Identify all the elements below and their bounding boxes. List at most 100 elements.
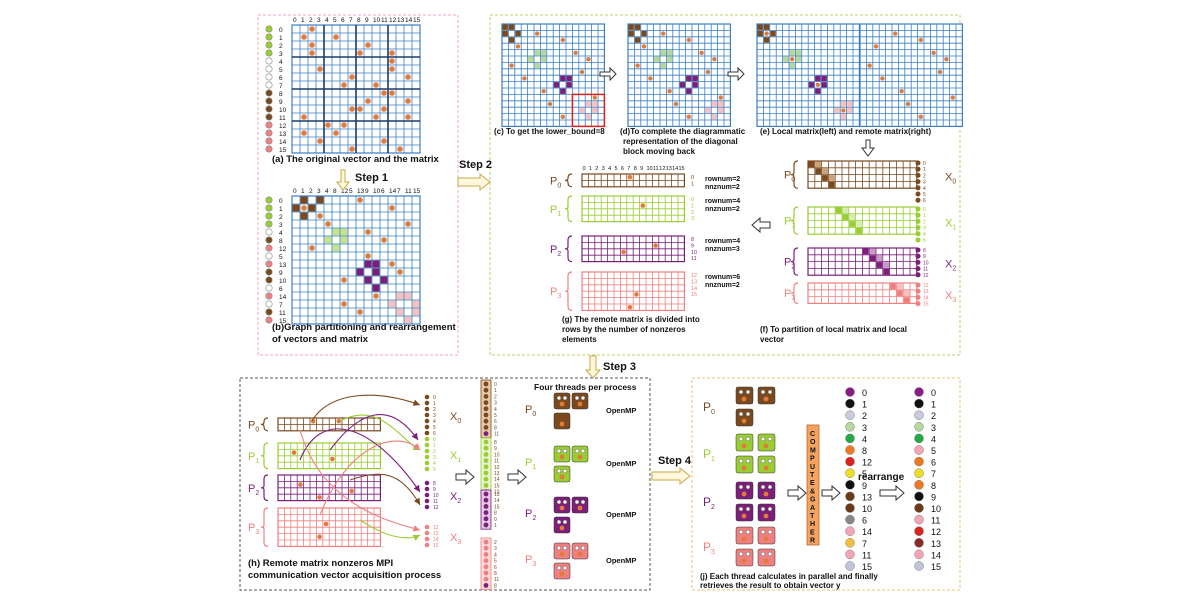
thread-dot — [741, 558, 747, 564]
sorted-result-dot — [914, 526, 924, 536]
nonzero-dot — [389, 58, 395, 64]
vector-dot — [483, 406, 489, 412]
thread-box — [553, 392, 571, 410]
process-label: P3 — [703, 540, 715, 556]
caption-g-1: (g) The remote matrix is divided into — [562, 315, 700, 324]
result-dot — [845, 456, 855, 467]
rownum-label: rownum=2 — [705, 176, 740, 183]
caption-h-1: (h) Remote matrix nonzeros MPI — [248, 558, 393, 569]
nonzero-dot — [918, 114, 923, 120]
process-label: P2 — [703, 495, 715, 511]
result-dot — [845, 549, 855, 560]
vector-index: 8 — [494, 583, 497, 589]
vector-dot — [915, 288, 921, 294]
result-index: 0 — [862, 388, 867, 398]
vector-label: X1 — [945, 218, 956, 232]
vector-dot — [483, 516, 489, 522]
row-index: 10 — [691, 250, 697, 256]
sorted-result-index: 7 — [931, 469, 936, 479]
diag-cell — [883, 268, 890, 275]
vector-label: X2 — [450, 491, 461, 505]
vector-index: 2 — [923, 173, 926, 179]
diag-block-p0 — [502, 30, 508, 37]
thread-eye — [738, 389, 744, 395]
caption-d-1: (d)To complete the diagrammatic — [620, 127, 746, 136]
result-index: 9 — [862, 481, 867, 491]
diag-block-p0 — [508, 37, 515, 43]
vector-index: 9 — [433, 487, 436, 493]
thread-eye — [745, 411, 751, 417]
diag-block-p2 — [815, 88, 821, 94]
sorted-result-index: 3 — [931, 423, 936, 433]
matrix-e-remote — [859, 23, 964, 128]
process-label: P1 — [784, 216, 795, 230]
nonzero-dot — [640, 203, 646, 208]
nonzero-dot — [667, 89, 672, 94]
vector-dot — [424, 504, 430, 510]
diag-block-p3 — [847, 107, 853, 114]
column-index: 13 — [357, 188, 365, 195]
vector-dot — [424, 460, 430, 466]
thread-dot — [577, 505, 583, 511]
sorted-result-index: 0 — [931, 388, 936, 398]
vector-dot — [483, 439, 489, 445]
compute-gather-bar — [806, 424, 820, 546]
vector-index: 0 — [494, 517, 497, 523]
process-label: P0 — [550, 175, 561, 189]
vector-x-dot — [265, 220, 273, 228]
nonzero-dot — [349, 106, 355, 112]
vector-index: 8 — [494, 425, 497, 431]
thread-eye — [745, 484, 751, 490]
diag-cell — [876, 262, 883, 268]
sorted-result-dot — [914, 433, 924, 444]
diag-block-p1 — [789, 50, 795, 56]
diag-block-p2 — [372, 268, 380, 276]
diag-block-p3 — [404, 316, 412, 324]
thread-box — [757, 526, 776, 545]
thread-eye — [738, 529, 744, 535]
nonzero-dot — [573, 50, 578, 55]
thread-dot — [763, 536, 769, 542]
thread-eye — [556, 499, 562, 505]
vector-dot — [483, 418, 489, 424]
process-label: P1 — [248, 451, 259, 465]
nonzero-dot — [627, 174, 633, 180]
thread-dot — [763, 558, 769, 564]
vector-dot — [915, 231, 921, 237]
brace — [260, 507, 269, 547]
vector-dot — [483, 458, 489, 463]
vector-index: 4 — [923, 232, 926, 238]
nonzero-dot — [815, 82, 820, 88]
vector-index: 1 — [433, 401, 436, 407]
row-index: 9 — [279, 99, 283, 106]
sorted-result-dot — [914, 410, 924, 420]
diag-block-p0 — [628, 24, 634, 30]
vector-dot — [915, 247, 921, 253]
process-sub: 1 — [255, 458, 259, 465]
vector-dot — [915, 237, 921, 243]
vector-index: 6 — [433, 431, 436, 437]
vector-dot — [424, 394, 430, 400]
vector-label: X3 — [450, 532, 461, 546]
vector-index: 1 — [433, 443, 436, 449]
diag-block-p1 — [795, 50, 802, 56]
vector-sub: 0 — [952, 179, 956, 186]
vector-index: 0 — [494, 382, 497, 388]
diag-cell — [828, 181, 835, 188]
result-dot — [845, 445, 855, 455]
row-index: 1 — [279, 35, 283, 42]
thread-dot — [763, 443, 769, 449]
vector-x-dot — [265, 25, 273, 33]
vector-index: 13 — [433, 531, 439, 537]
diag-block-p1 — [332, 228, 340, 236]
thread-eye — [556, 468, 562, 474]
openmp-label: OpenMP — [606, 556, 636, 565]
thread-dot — [741, 491, 747, 497]
vector-dot — [424, 400, 430, 406]
nonzero-dot — [648, 76, 653, 81]
diag-cell — [856, 221, 862, 227]
nonzero-dot — [301, 130, 307, 136]
frame-h — [239, 377, 651, 591]
row-index: 15 — [279, 147, 287, 154]
vector-index: 8 — [433, 481, 436, 487]
